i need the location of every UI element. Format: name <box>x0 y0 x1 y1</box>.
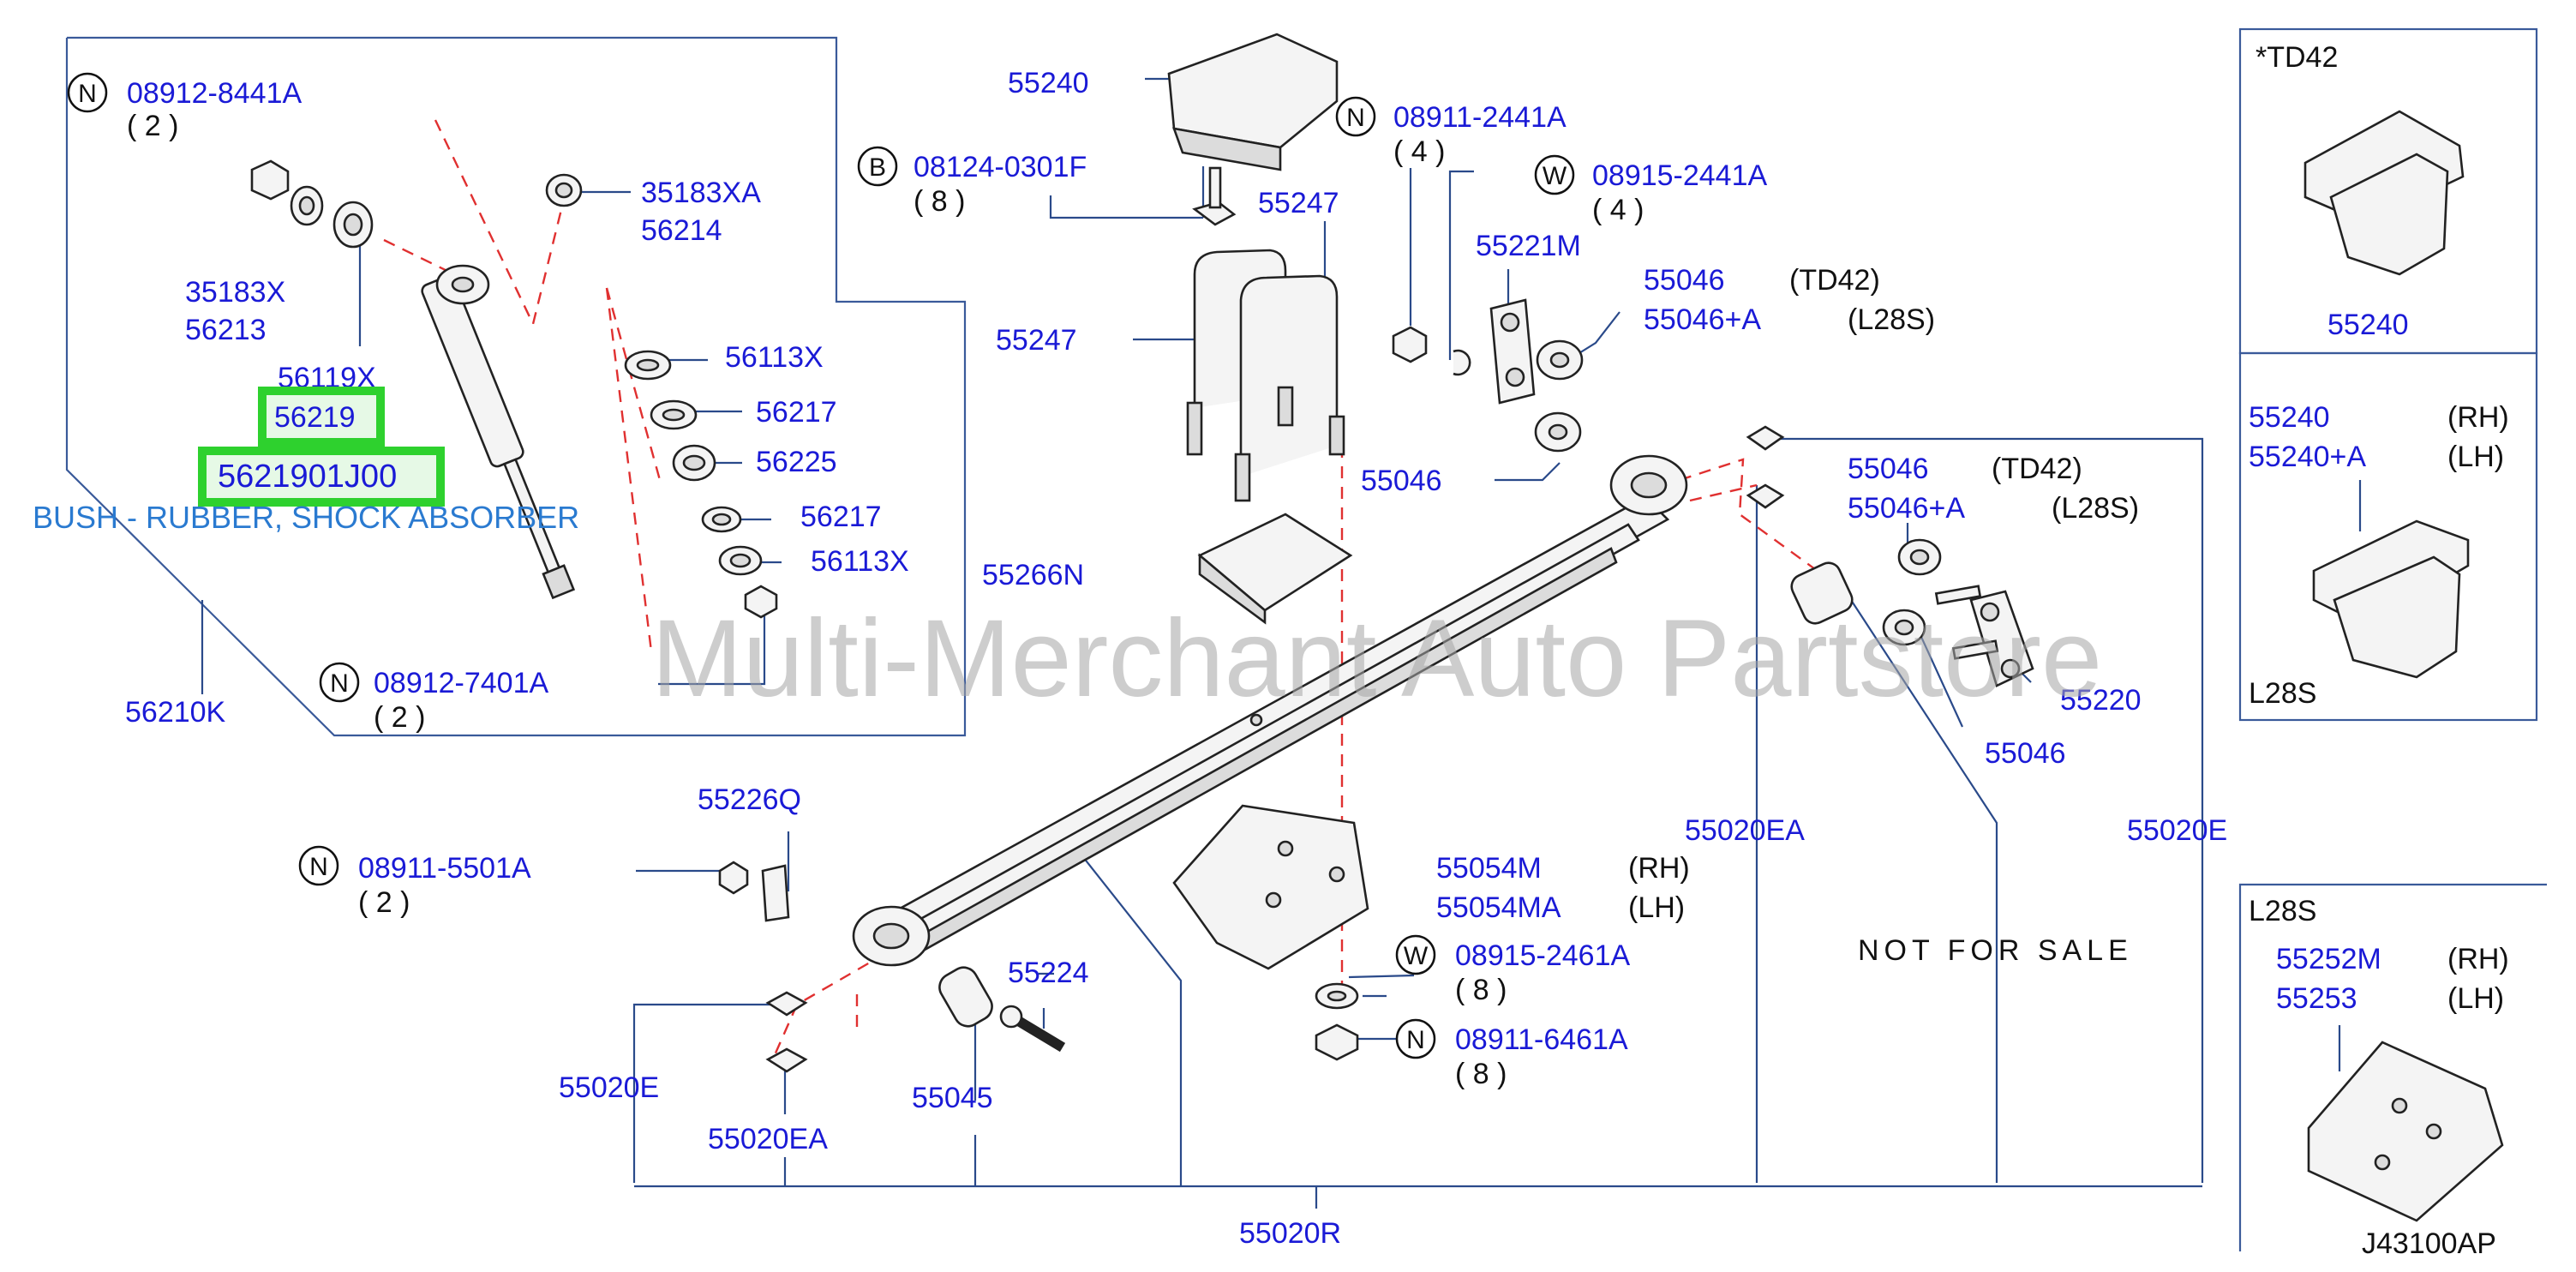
part-label[interactable]: 55046+A <box>1848 492 1965 525</box>
prefix-w-icon: W <box>1543 162 1567 190</box>
part-label[interactable]: 55221M <box>1476 230 1581 262</box>
diagram-code: J43100AP <box>2362 1227 2496 1260</box>
variant-note: (TD42) <box>1789 264 1880 297</box>
prefix-w-icon: W <box>1404 942 1429 970</box>
part-label[interactable]: 55252M <box>2276 943 2381 975</box>
part-label[interactable]: 08915-2441A <box>1592 159 1768 192</box>
part-label[interactable]: 08911-6461A <box>1455 1023 1628 1056</box>
part-label[interactable]: 55020EA <box>1685 814 1805 847</box>
qty-label: ( 2 ) <box>374 701 425 734</box>
part-label[interactable]: 55020R <box>1239 1217 1341 1250</box>
part-label[interactable]: 55020E <box>559 1071 659 1104</box>
part-label[interactable]: 55054MA <box>1436 891 1561 924</box>
shock-absorber-frame <box>65 36 967 737</box>
part-label[interactable]: 35183XA <box>641 177 761 209</box>
watermark: Multi-Merchant Auto Partstore <box>651 597 2102 720</box>
part-label[interactable]: 08911-2441A <box>1393 101 1567 134</box>
qty-label: ( 2 ) <box>127 110 178 142</box>
prefix-b-icon: B <box>869 153 886 182</box>
qty-label: ( 8 ) <box>1455 1058 1507 1090</box>
variant-note: (L28S) <box>2052 492 2139 525</box>
part-label[interactable]: 55046 <box>1361 465 1442 497</box>
part-label[interactable]: 08912-7401A <box>374 667 549 699</box>
inset-parts <box>2303 110 2504 1222</box>
part-label[interactable]: 55054M <box>1436 852 1542 885</box>
inset-frames <box>2238 27 2547 1251</box>
leaf-spring-assembly <box>718 33 2034 1073</box>
variant-note: (L28S) <box>1848 303 1935 336</box>
part-label[interactable]: 55020E <box>2127 814 2227 847</box>
assembly-lines <box>383 119 1835 1064</box>
highlighted-part-number[interactable]: 5621901J00 <box>218 459 397 495</box>
prefix-n-icon: N <box>309 853 328 881</box>
part-label[interactable]: 55220 <box>2060 684 2142 717</box>
part-label[interactable]: 55046+A <box>1644 303 1761 336</box>
prefix-n-icon: N <box>330 669 349 698</box>
variant-note: (RH) <box>2447 943 2509 975</box>
part-label[interactable]: 55240 <box>1008 67 1089 99</box>
inset-caption: L28S <box>2249 677 2316 710</box>
part-label[interactable]: 08915-2461A <box>1455 939 1631 972</box>
part-label[interactable]: 56217 <box>756 396 837 429</box>
variant-note: (TD42) <box>1992 453 2082 485</box>
part-label[interactable]: 55247 <box>1258 187 1339 219</box>
variant-note: (LH) <box>2447 441 2504 473</box>
inset-title: *TD42 <box>2255 41 2338 74</box>
part-label[interactable]: 08124-0301F <box>914 151 1087 183</box>
inset-labels: *TD42 55240 55240 (RH) 55240+A (LH) L28S… <box>2249 41 2509 1015</box>
part-label[interactable]: 56225 <box>756 446 837 478</box>
part-label[interactable]: 35183X <box>185 276 285 309</box>
part-label[interactable]: 55240 <box>2249 401 2330 434</box>
part-label[interactable]: 55240+A <box>2249 441 2366 473</box>
part-label[interactable]: 56217 <box>800 501 882 533</box>
part-label[interactable]: 55247 <box>996 324 1077 357</box>
part-label[interactable]: 55253 <box>2276 982 2357 1015</box>
highlighted-part[interactable]: 56219 5621901J00 BUSH - RUBBER, SHOCK AB… <box>33 387 579 535</box>
part-label[interactable]: 55240 <box>2327 309 2409 341</box>
qty-label: ( 4 ) <box>1393 135 1445 168</box>
part-label[interactable]: 56213 <box>185 314 267 346</box>
part-label[interactable]: 55046 <box>1985 737 2066 770</box>
variant-note: (LH) <box>1628 891 1685 924</box>
part-description: BUSH - RUBBER, SHOCK ABSORBER <box>33 500 579 535</box>
part-label[interactable]: 55046 <box>1644 264 1725 297</box>
shock-absorber-parts <box>250 159 778 619</box>
part-label[interactable]: 55226Q <box>698 783 801 816</box>
prefix-n-icon: N <box>1406 1026 1425 1054</box>
qty-label: ( 4 ) <box>1592 194 1644 226</box>
variant-note: (RH) <box>1628 852 1690 885</box>
prefix-n-icon: N <box>78 80 97 108</box>
part-label[interactable]: 55045 <box>912 1082 993 1114</box>
part-label[interactable]: 56113X <box>725 341 824 374</box>
highlighted-part-label[interactable]: 56219 <box>274 401 356 434</box>
qty-label: ( 8 ) <box>914 185 965 218</box>
prefix-n-icon: N <box>1346 104 1365 132</box>
qty-label: ( 2 ) <box>358 886 410 919</box>
variant-note: (RH) <box>2447 401 2509 434</box>
part-label[interactable]: 56113X <box>811 545 909 578</box>
part-label[interactable]: 08912-8441A <box>127 77 303 110</box>
part-label[interactable]: 55046 <box>1848 453 1929 485</box>
part-label[interactable]: 55020EA <box>708 1123 828 1155</box>
part-label[interactable]: 55224 <box>1008 957 1089 989</box>
inset-title: L28S <box>2249 895 2316 927</box>
part-label[interactable]: 55266N <box>982 559 1084 591</box>
part-label[interactable]: 56210K <box>125 696 226 729</box>
not-for-sale-notice: NOT FOR SALE <box>1858 934 2133 967</box>
part-labels: 08912-8441A ( 2 ) 35183XA 56214 35183X 5… <box>125 67 2227 1250</box>
part-label[interactable]: 56214 <box>641 214 722 247</box>
qty-label: ( 8 ) <box>1455 974 1507 1006</box>
part-label[interactable]: 08911-5501A <box>358 852 531 885</box>
variant-note: (LH) <box>2447 982 2504 1015</box>
prefix-circles: N N B N W N W N <box>67 72 1575 1059</box>
